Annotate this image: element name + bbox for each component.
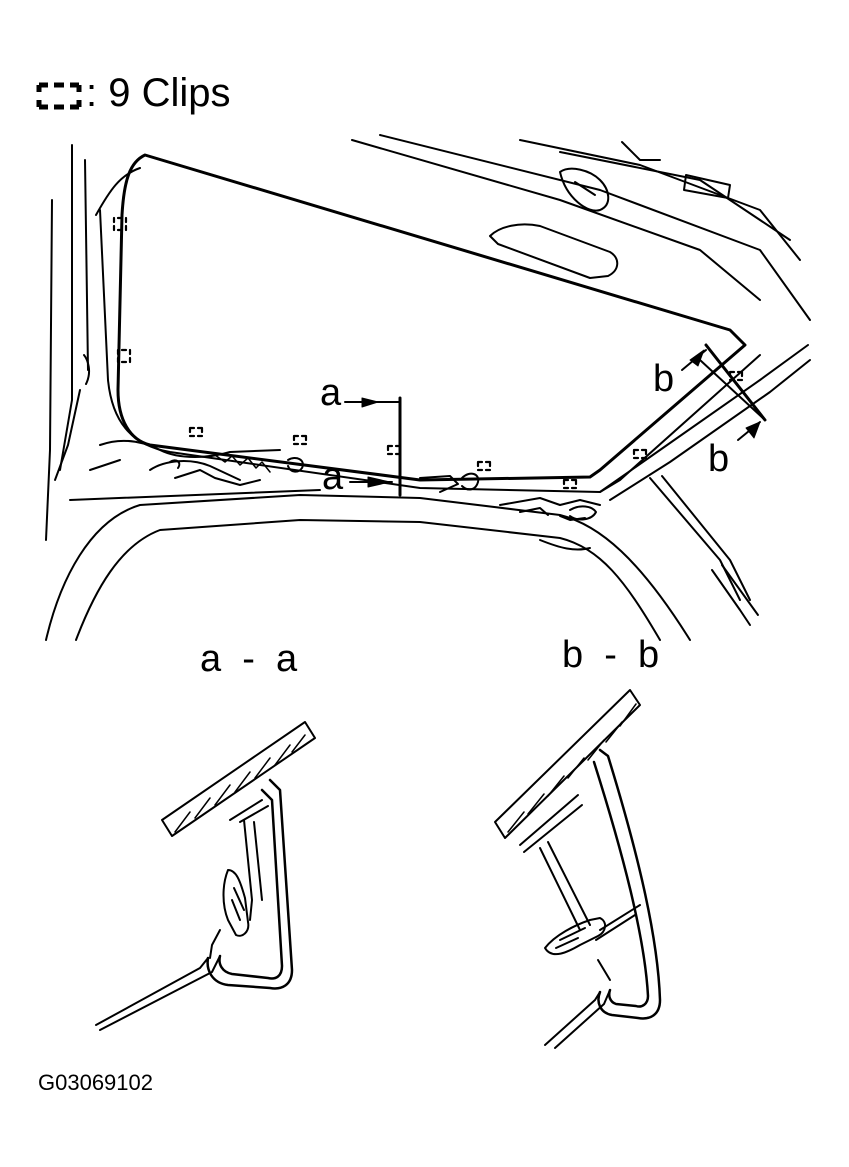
lower-body-panel (46, 490, 690, 640)
section-label-a-top: a (320, 372, 342, 414)
roof-body-lines (352, 135, 810, 320)
clip-marker (190, 428, 202, 436)
clip-markers (114, 218, 742, 488)
clip-marker (634, 450, 646, 458)
hatch-right-side (600, 345, 810, 625)
section-label-b-bottom: b (708, 438, 730, 480)
clip-legend: : 9 Clips (36, 68, 231, 118)
clip-marker (478, 462, 490, 470)
cross-section-a-a (96, 722, 315, 1030)
frame-details (90, 441, 600, 520)
section-label-a-bottom: a (322, 456, 344, 498)
figure-code: G03069102 (38, 1070, 153, 1095)
section-line-b (682, 345, 765, 440)
clip-marker (114, 218, 126, 230)
clip-marker (118, 350, 130, 362)
left-pillar (46, 145, 89, 540)
section-title-bb: b - b (562, 634, 660, 676)
section-line-a (345, 398, 400, 495)
clip-marker (294, 436, 306, 444)
clip-marker (388, 446, 400, 454)
clip-legend-text: : 9 Clips (86, 71, 231, 115)
headliner-panel (96, 155, 760, 492)
cross-section-b-b (495, 690, 660, 1048)
section-title-aa: a - a (200, 638, 298, 680)
section-label-b-top: b (653, 358, 675, 400)
dashed-clip-symbol-icon (36, 78, 82, 108)
clip-marker (564, 480, 576, 488)
